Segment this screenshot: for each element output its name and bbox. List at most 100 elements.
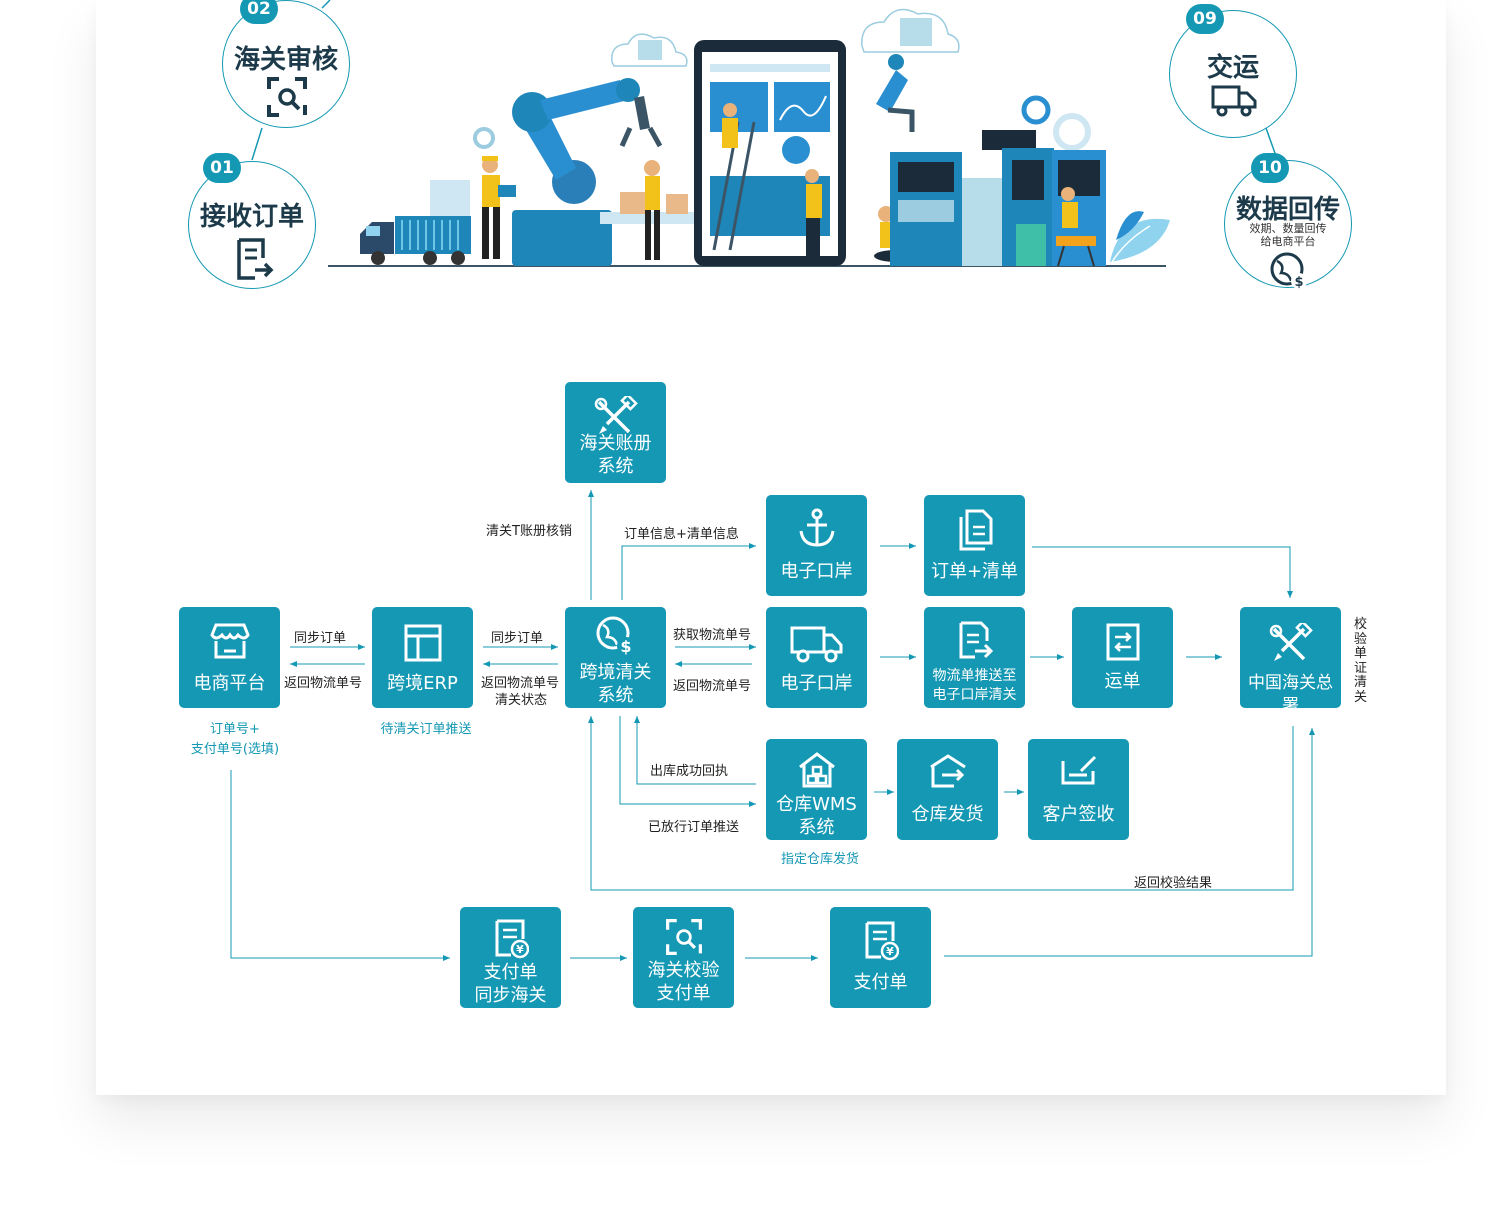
box-label: 系统 [597,456,634,477]
step-customs-review: 海关审核 [222,0,350,128]
tools-icon [1269,623,1313,661]
box-label: 仓库发货 [911,804,984,825]
box-order-and-list: 订单+清单 [924,495,1025,596]
box-label: 系统 [798,817,835,838]
step-number-badge: 02 [240,0,278,24]
tablet-illustration [694,40,846,266]
box-label: 支付单 [656,983,711,1004]
document-arrow-icon [959,621,993,659]
box-label: 运单 [1104,671,1141,692]
box-china-customs: 中国海关总署 [1240,607,1341,716]
step-receive-order: 接收订单 [188,161,316,289]
box-warehouse-wms-system: 仓库WMS 系统 [766,739,867,840]
box-waybill: 运单 [1072,607,1173,708]
box-cross-border-clearance-system: $ 跨境清关 系统 [565,607,666,708]
step-title: 数据回传 [1235,195,1340,225]
search-frame-icon [665,919,702,955]
box-payment-sync-customs: ¥ 支付单 同步海关 [460,907,561,1008]
box-warehouse-shipping: 仓库发货 [897,739,998,840]
tools-icon [594,396,638,434]
note-ecommerce: 订单号+ 支付单号(选填) [179,718,291,757]
note-wms: 指定仓库发货 [780,852,859,867]
box-label: 跨境ERP [387,673,458,694]
box-cross-border-erp: 跨境ERP [372,607,473,708]
svg-text:¥: ¥ [886,945,894,958]
layout-icon [404,624,441,662]
factory-illustration [251,0,1277,267]
box-label: 电子口岸清关 [932,687,1017,703]
step-subtitle: 给电商平台 [1260,235,1316,248]
step-title: 海关审核 [233,45,338,75]
robot-arm-illustration [473,78,663,266]
woman-illustration [644,160,660,260]
label-outbound-receipt: 出库成功回执 [650,764,729,779]
note-erp: 待清关订单推送 [380,722,472,737]
step-shipping: 交运 [1169,10,1297,138]
box-label: 客户签收 [1042,804,1115,825]
step-title: 接收订单 [199,202,304,232]
receipt-icon: ¥ [495,919,529,959]
box-label: 电子口岸 [780,673,853,694]
desk-worker-illustration [1056,187,1096,267]
documents-icon [959,509,992,551]
globe-dollar-icon: $ [596,616,635,656]
receipt-icon: ¥ [865,921,899,961]
truck-illustration [360,216,471,265]
globe-dollar-icon: $ [1270,252,1307,290]
warehouse-icon [798,752,835,788]
box-electronic-port-logistics: 电子口岸 [766,607,867,708]
worker-illustration [482,156,516,259]
label-get-logistics: 获取物流单号 [673,628,752,643]
store-icon [209,623,250,659]
svg-text:¥: ¥ [516,943,524,956]
box-customs-ledger-system: 海关账册 系统 [565,382,666,483]
step-number-badge: 10 [1251,153,1289,183]
step-number-badge: 09 [1186,4,1224,34]
label-clearance-status: 清关状态 [495,693,548,708]
box-customer-sign: 客户签收 [1028,739,1129,840]
box-electronic-port-order: 电子口岸 [766,495,867,596]
box-label: 海关校验 [647,960,720,981]
label-return-logistics: 返回物流单号 [481,676,560,691]
step-title: 交运 [1206,53,1259,83]
box-label: 系统 [597,685,634,706]
box-label: 仓库WMS [776,794,857,815]
box-label: 物流单推送至 [932,668,1017,684]
step-data-return: 数据回传 效期、数量回传 给电商平台 $ [1224,160,1352,290]
truck-icon [1211,85,1257,117]
label-sync-order: 同步订单 [491,631,544,646]
label-ledger-writeoff: 清关T账册核销 [486,524,572,539]
box-label: 同步海关 [474,985,547,1006]
label-return-logistics: 返回物流单号 [284,676,363,691]
box-customs-verify-payment: 海关校验 支付单 [633,907,734,1008]
label-return-check: 返回校验结果 [1134,876,1213,891]
svg-text:$: $ [620,637,631,656]
label-released-push: 已放行订单推送 [648,820,740,835]
box-label: 跨境清关 [579,662,652,683]
anchor-icon [799,508,834,547]
svg-text:$: $ [1294,275,1303,290]
box-ecommerce-platform: 电商平台 [179,607,280,708]
step-number-badge: 01 [203,153,241,183]
search-frame-icon [267,77,307,117]
note-line: 订单号+ [210,722,260,737]
box-label: 中国海关总署 [1248,673,1333,716]
document-arrow-icon [237,238,274,280]
box-label: 海关账册 [579,433,652,454]
swap-icon [1106,623,1139,661]
signature-icon [1061,755,1096,785]
box-payment-order: ¥ 支付单 [830,907,931,1008]
label-return-logistics: 返回物流单号 [673,679,752,694]
box-logistics-push: 物流单推送至 电子口岸清关 [924,607,1025,708]
label-sync-order: 同步订单 [294,631,347,646]
note-line: 支付单号(选填) [190,742,280,757]
box-label: 支付单 [483,962,538,983]
box-label: 电子口岸 [780,561,853,582]
truck-icon [790,626,842,663]
step-subtitle: 效期、数量回传 [1249,222,1327,235]
box-arrow-icon [929,754,966,788]
label-order-info: 订单信息+清单信息 [624,527,739,542]
label-verify-clear: 校验单证清关 [1354,617,1368,705]
box-label: 订单+清单 [930,561,1019,582]
